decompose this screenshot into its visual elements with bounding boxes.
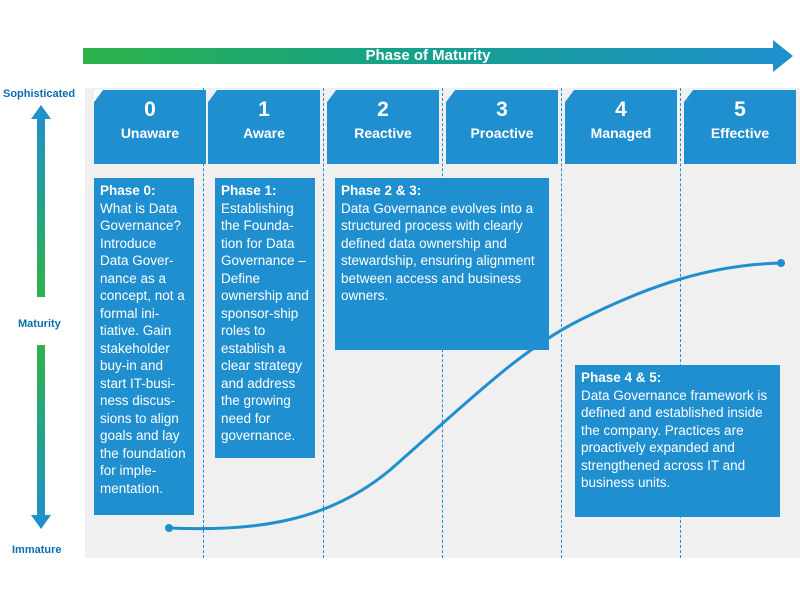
banner-shape xyxy=(565,90,677,164)
stage-name: Aware xyxy=(243,125,285,141)
axis-bottom-label: Immature xyxy=(12,544,62,556)
stage-number: 0 xyxy=(144,98,156,121)
description-title: Phase 0: xyxy=(100,183,156,198)
stage-0-banner: 0 Unaware xyxy=(94,90,206,164)
description-text: Establishing the Founda-tion for Data Go… xyxy=(221,200,309,444)
stage-4-banner: 4 Managed xyxy=(565,90,677,164)
stage-2-banner: 2 Reactive xyxy=(327,90,439,164)
banner-shape xyxy=(446,90,558,164)
description-title: Phase 2 & 3: xyxy=(341,183,422,198)
phase-4-5-description: Phase 4 & 5: Data Governance framework i… xyxy=(575,365,780,517)
banner-shape xyxy=(208,90,320,164)
description-text: Data Governance evolves into a structure… xyxy=(341,200,535,304)
stage-name: Proactive xyxy=(470,125,534,141)
stage-name: Effective xyxy=(710,125,770,141)
phase-0-description: Phase 0: What is Data Governance? Introd… xyxy=(94,178,194,515)
stage-name: Unaware xyxy=(120,125,180,141)
stage-name: Reactive xyxy=(354,125,412,141)
banner-shape xyxy=(327,90,439,164)
stage-5-banner: 5 Effective xyxy=(684,90,796,164)
phase-arrow xyxy=(83,40,793,72)
description-title: Phase 4 & 5: xyxy=(581,370,662,385)
stage-number: 4 xyxy=(615,98,627,121)
maturity-axis-arrow xyxy=(31,105,51,529)
stage-divider xyxy=(561,88,562,558)
banner-shape xyxy=(684,90,796,164)
stage-number: 5 xyxy=(734,98,746,121)
stage-number: 2 xyxy=(377,98,389,121)
stage-3-banner: 3 Proactive xyxy=(446,90,558,164)
stage-number: 1 xyxy=(258,98,270,121)
phase-1-description: Phase 1: Establishing the Founda-tion fo… xyxy=(215,178,315,458)
banner-shape xyxy=(94,90,206,164)
stage-divider xyxy=(323,88,324,558)
phase-2-3-description: Phase 2 & 3: Data Governance evolves int… xyxy=(335,178,549,350)
description-text: Data Governance framework is defined and… xyxy=(581,387,768,491)
stage-number: 3 xyxy=(496,98,508,121)
stage-name: Managed xyxy=(590,125,652,141)
stage-1-banner: 1 Aware xyxy=(208,90,320,164)
axis-middle-label: Maturity xyxy=(18,318,61,330)
description-text: What is Data Governance? Introduce Data … xyxy=(100,200,186,496)
phase-title: Phase of Maturity xyxy=(365,47,491,64)
axis-top-label: Sophisticated xyxy=(3,88,76,100)
description-title: Phase 1: xyxy=(221,183,277,198)
